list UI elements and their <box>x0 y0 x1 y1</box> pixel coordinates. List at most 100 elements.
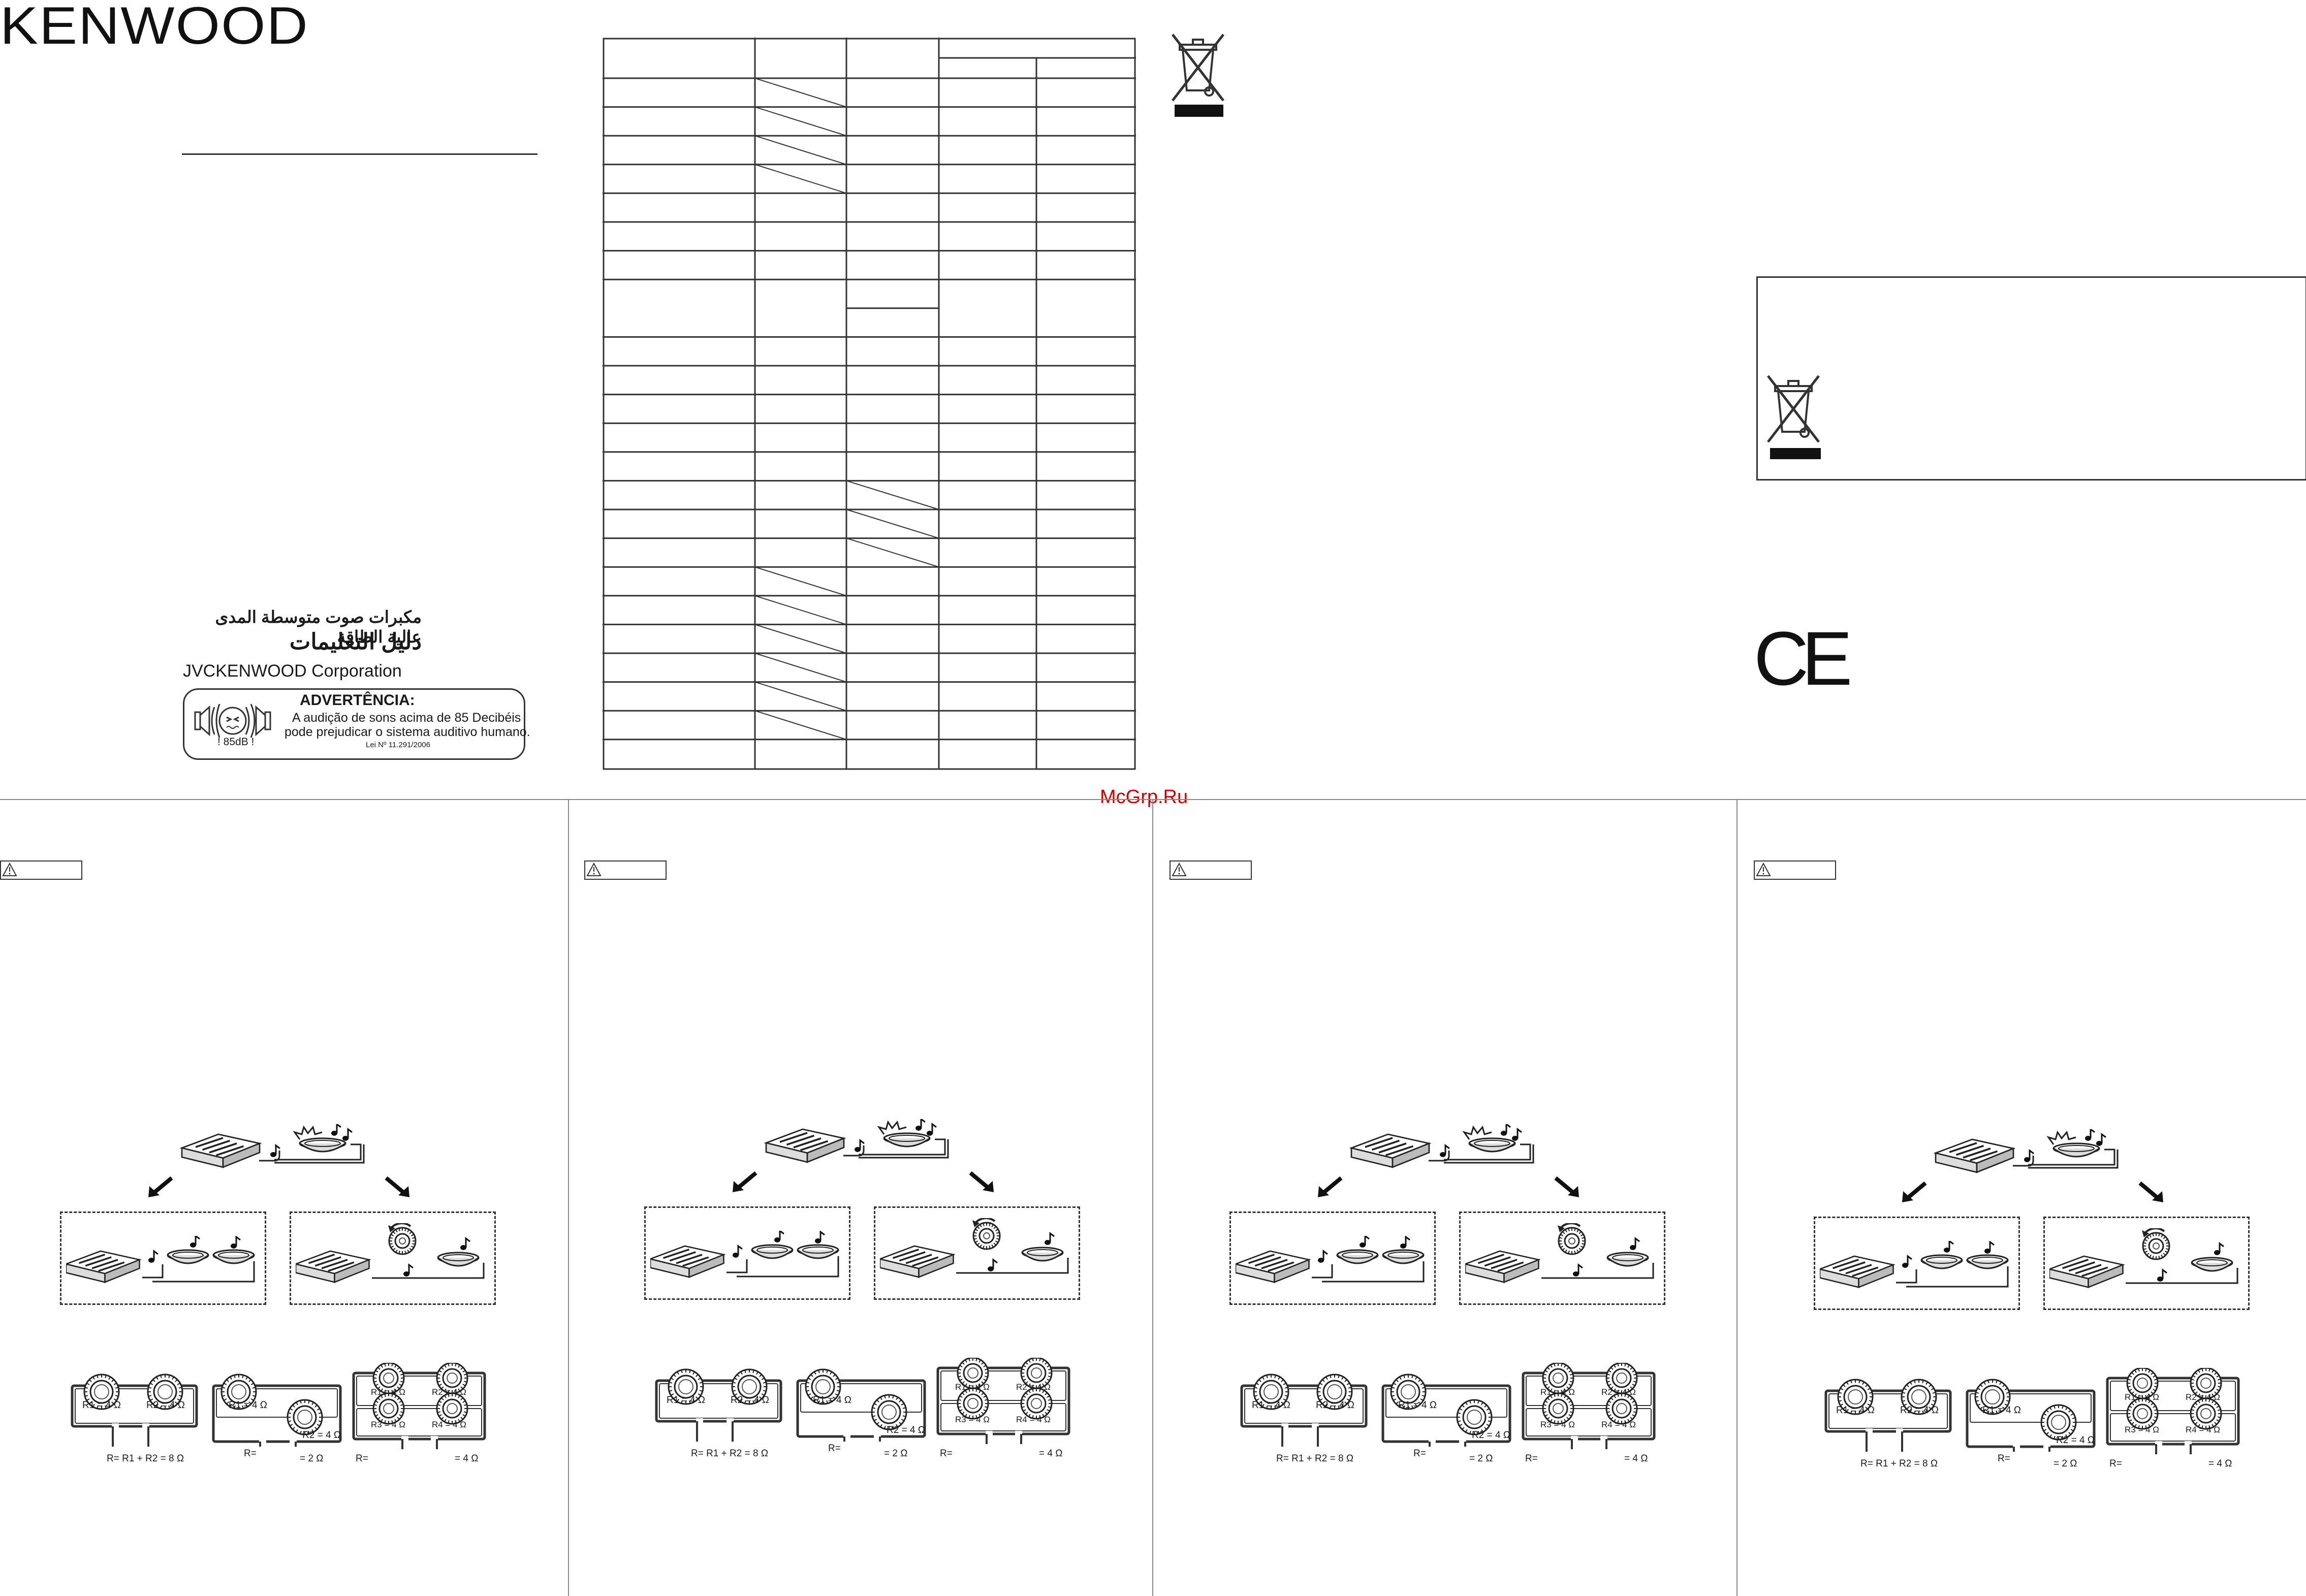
series-formula: R= R1 + R2 = 8 Ω <box>1860 1458 1938 1469</box>
r2-label: R2 = 4 Ω <box>432 1387 466 1397</box>
r4-label: R4 = 4 Ω <box>2186 1425 2220 1434</box>
series-parallel-wiring-diagram <box>936 1358 1070 1444</box>
r4-label: R4 = 4 Ω <box>432 1420 466 1429</box>
warning-triangle-icon <box>1756 863 1771 876</box>
series-parallel-wiring-diagram <box>352 1363 486 1449</box>
amplifier-speaker-illustration <box>179 1124 365 1168</box>
series-formula: R= R1 + R2 = 8 Ω <box>107 1453 184 1464</box>
mixed-formula-prefix: R= <box>940 1448 953 1459</box>
parallel-formula-prefix: R= <box>828 1443 876 1454</box>
caution-label <box>1170 860 1252 880</box>
mixed-formula-prefix: R= <box>1525 1453 1538 1464</box>
series-formula: R= R1 + R2 = 8 Ω <box>1276 1453 1354 1464</box>
panel-divider <box>568 799 569 1596</box>
crossed-out-wheeled-bin-icon <box>1172 34 1224 117</box>
parallel-wiring-diagram <box>796 1368 926 1442</box>
warning-line-2: pode prejudicar o sistema auditivo human… <box>285 725 530 739</box>
r2-label: R2 = 4 Ω <box>887 1425 925 1435</box>
r1-label: R1 = 4 Ω <box>955 1382 990 1392</box>
r1-label: R1 = 4 Ω <box>1540 1387 1575 1397</box>
decibel-label: ! 85dB ! <box>217 736 255 748</box>
r2-label: R2 = 4 Ω <box>1472 1430 1510 1441</box>
mixed-formula: = 4 Ω <box>1624 1453 1648 1464</box>
parallel-wiring-diagram <box>212 1374 342 1447</box>
speaker-face-icon <box>194 704 271 738</box>
blown-speaker-illustration <box>296 1223 485 1284</box>
warning-triangle-icon <box>1172 863 1187 876</box>
r4-label: R4 = 4 Ω <box>1016 1415 1051 1424</box>
incorrect-wiring-box <box>1459 1211 1665 1305</box>
blown-speaker-illustration <box>1465 1223 1654 1284</box>
r1-label: R1 = 4 Ω <box>2125 1392 2159 1402</box>
connection-panel: R1 = 4 Ω R2 = 4 Ω R= R1 + R2 = 8 Ω R1 = … <box>1754 799 2306 1596</box>
two-speaker-illustration <box>1236 1236 1425 1284</box>
crossed-out-wheeled-bin-icon <box>1767 375 1821 459</box>
incorrect-wiring-box <box>874 1206 1080 1300</box>
watermark: McGrp.Ru <box>1100 786 1188 808</box>
r2-label: R2 = 4 Ω <box>2186 1392 2220 1402</box>
incorrect-wiring-box <box>290 1211 496 1305</box>
two-speaker-illustration <box>650 1231 839 1279</box>
correct-wiring-box <box>1814 1217 2020 1310</box>
r3-label: R3 = 4 Ω <box>1540 1420 1575 1429</box>
manual-title-arabic: دليل التعليمات <box>289 629 422 654</box>
warning-triangle-icon <box>586 863 602 876</box>
r1-label: R1 = 4 Ω <box>1398 1400 1437 1411</box>
product-title-arabic: مكبرات صوت متوسطة المدى عالية الطاقة <box>215 608 422 646</box>
r2-label: R2 = 4 Ω <box>146 1400 185 1411</box>
r4-label: R4 = 4 Ω <box>1601 1420 1636 1429</box>
warning-line-1: A audição de sons acima de 85 Decibéis <box>292 711 521 725</box>
r1-label: R1 = 4 Ω <box>371 1387 405 1397</box>
parallel-formula: = 2 Ω <box>1469 1453 1493 1464</box>
parallel-formula: = 2 Ω <box>2054 1458 2077 1469</box>
r1-label: R1 = 4 Ω <box>1836 1405 1875 1416</box>
series-parallel-wiring-diagram <box>1522 1363 1656 1449</box>
series-parallel-wiring-diagram <box>2106 1368 2240 1454</box>
r1-label: R1 = 4 Ω <box>1982 1405 2021 1416</box>
amplifier-speaker-illustration <box>1933 1129 2119 1173</box>
r1-label: R1 = 4 Ω <box>667 1395 705 1406</box>
kenwood-logo: KENWOOD <box>0 0 309 55</box>
r1-label: R1 = 4 Ω <box>813 1395 851 1406</box>
amplifier-speaker-illustration <box>1349 1124 1534 1168</box>
blown-speaker-illustration <box>2049 1228 2238 1289</box>
arrow-down-right-icon <box>385 1176 409 1197</box>
r3-label: R3 = 4 Ω <box>2125 1425 2159 1434</box>
r2-label: R2 = 4 Ω <box>2056 1435 2095 1446</box>
warning-triangle-icon <box>2 863 17 876</box>
parallel-formula: = 2 Ω <box>300 1453 324 1464</box>
correct-wiring-box <box>644 1206 850 1300</box>
arrow-down-right-icon <box>2138 1181 2163 1202</box>
mixed-formula: = 4 Ω <box>455 1453 479 1464</box>
specification-table <box>603 38 1136 770</box>
parallel-wiring-diagram <box>1381 1374 1511 1447</box>
arrow-down-left-icon <box>148 1176 173 1197</box>
r1-label: R1 = 4 Ω <box>229 1400 267 1411</box>
mixed-formula: = 4 Ω <box>2208 1458 2232 1469</box>
r2-label: R2 = 4 Ω <box>1900 1405 1939 1416</box>
disposal-notice-box <box>1756 276 2306 481</box>
r1-label: R1 = 4 Ω <box>1252 1400 1290 1411</box>
arrow-down-left-icon <box>1902 1181 1927 1202</box>
correct-wiring-box <box>1229 1211 1436 1305</box>
arrow-down-left-icon <box>733 1171 757 1192</box>
title-rule <box>182 153 538 155</box>
parallel-formula: = 2 Ω <box>884 1448 908 1459</box>
parallel-wiring-diagram <box>1966 1379 2096 1452</box>
warning-law: Lei Nº 11.291/2006 <box>366 741 430 749</box>
series-wiring-diagram <box>1824 1379 1952 1452</box>
r3-label: R3 = 4 Ω <box>371 1420 405 1429</box>
correct-wiring-box <box>60 1211 266 1305</box>
panel-divider <box>1736 799 1738 1596</box>
two-speaker-illustration <box>66 1236 255 1284</box>
arrow-down-left-icon <box>1318 1176 1343 1197</box>
panel-divider <box>1152 799 1153 1596</box>
mixed-formula-prefix: R= <box>2109 1458 2122 1469</box>
r1-label: R1 = 4 Ω <box>82 1400 121 1411</box>
r3-label: R3 = 4 Ω <box>955 1415 990 1424</box>
company-name: JVCKENWOOD Corporation <box>183 661 402 681</box>
caution-label <box>0 860 82 880</box>
ce-mark: CE <box>1754 616 1852 701</box>
r2-label: R2 = 4 Ω <box>1016 1382 1051 1392</box>
parallel-formula-prefix: R= <box>244 1448 292 1459</box>
